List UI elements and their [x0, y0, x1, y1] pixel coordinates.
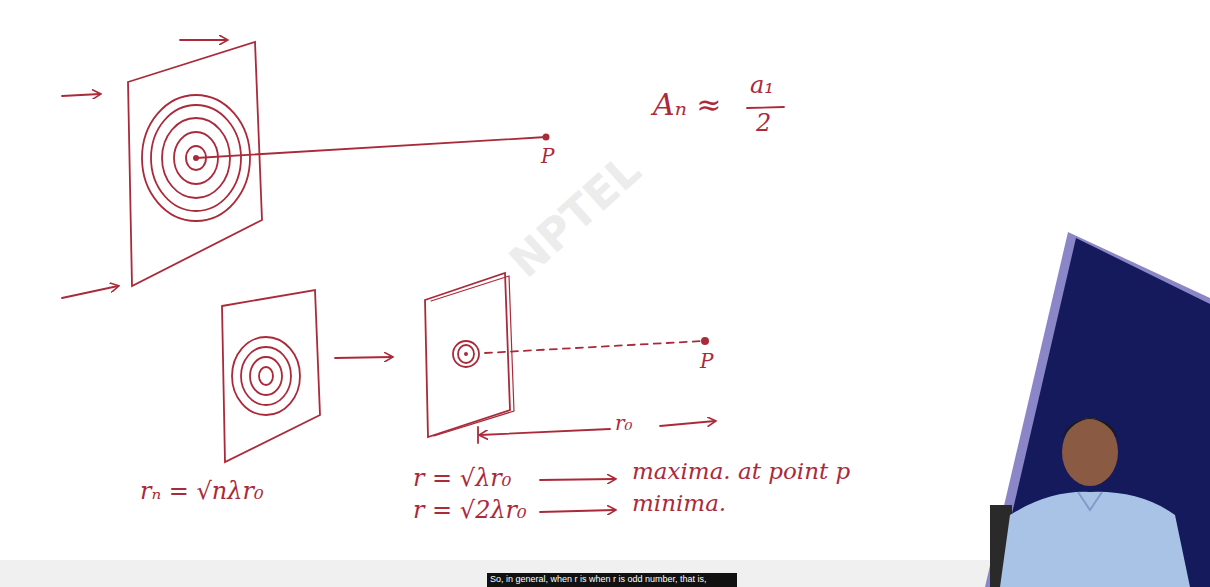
amplitude-formula: Aₙ ≈ [653, 88, 722, 123]
maxima-condition: r = √λr₀ [413, 465, 511, 493]
minima-condition: r = √2λr₀ [413, 497, 527, 525]
fraction-denominator: 2 [756, 110, 771, 138]
point-label: P [700, 350, 713, 373]
point-label: P [541, 145, 554, 168]
minima-note: minima. [632, 490, 726, 516]
watermark: NPTEL [500, 145, 651, 288]
fraction-numerator: a₁ [750, 72, 774, 100]
subtitle: So, in general, when r is when r is odd … [490, 574, 707, 584]
zone-radius-formula: rₙ = √nλr₀ [140, 478, 264, 506]
presenter [990, 418, 1190, 587]
distance-label: r₀ [612, 412, 636, 435]
maxima-note: maxima. at point p [632, 458, 850, 484]
